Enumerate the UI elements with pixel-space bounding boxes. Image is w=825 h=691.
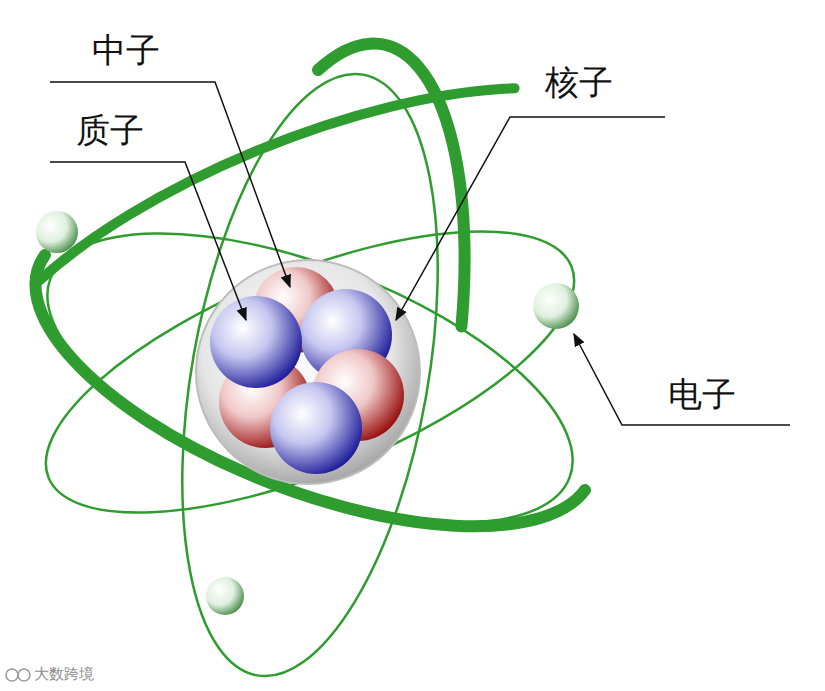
part-label: 核子	[545, 64, 613, 101]
part-label: 质子	[76, 112, 144, 149]
part-label: 中子	[92, 32, 160, 69]
watermark: 大数跨境	[34, 666, 94, 683]
part-label: 电子	[668, 376, 736, 413]
